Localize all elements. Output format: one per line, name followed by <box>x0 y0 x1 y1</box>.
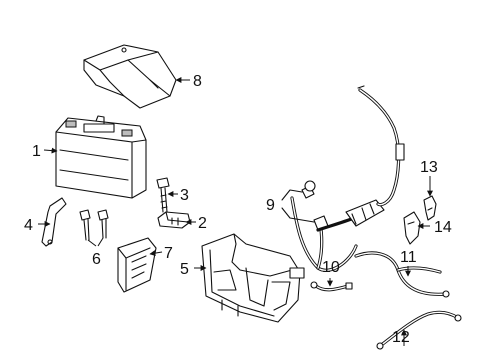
battery-cover <box>83 44 177 109</box>
negative-cable <box>354 251 450 298</box>
bolts <box>79 209 109 241</box>
retainer-clip <box>157 211 191 229</box>
callout-6: 6 <box>92 251 101 268</box>
battery-tray <box>201 233 305 323</box>
callout-12: 12 <box>392 329 410 346</box>
leader-9 <box>281 189 303 201</box>
callout-5: 5 <box>180 261 189 278</box>
callout-9: 9 <box>266 197 275 214</box>
callout-3: 3 <box>180 187 189 204</box>
leader-1 <box>43 147 58 154</box>
battery <box>55 115 147 199</box>
callout-13: 13 <box>420 159 438 176</box>
callout-4: 4 <box>24 217 33 234</box>
callout-11: 11 <box>400 249 417 266</box>
leader-7 <box>149 250 163 257</box>
callout-7: 7 <box>164 245 173 262</box>
hold-down-bolt <box>156 177 170 213</box>
jumper-cable <box>376 310 462 350</box>
positive-cable-harness <box>290 180 385 272</box>
cable-bracket <box>403 211 421 245</box>
callout-2: 2 <box>198 215 207 232</box>
ground-cable <box>310 281 353 292</box>
callout-1: 1 <box>32 143 41 160</box>
battery-terminal <box>423 195 437 221</box>
leader-6b <box>97 237 104 247</box>
callout-8: 8 <box>193 73 202 90</box>
main-battery-cable <box>357 85 405 207</box>
leader-6a <box>87 239 97 247</box>
callout-14: 14 <box>434 219 452 236</box>
heat-shield <box>117 237 157 293</box>
callout-10: 10 <box>322 259 340 276</box>
hold-down-bracket <box>41 197 67 247</box>
leader-9b <box>281 207 315 223</box>
